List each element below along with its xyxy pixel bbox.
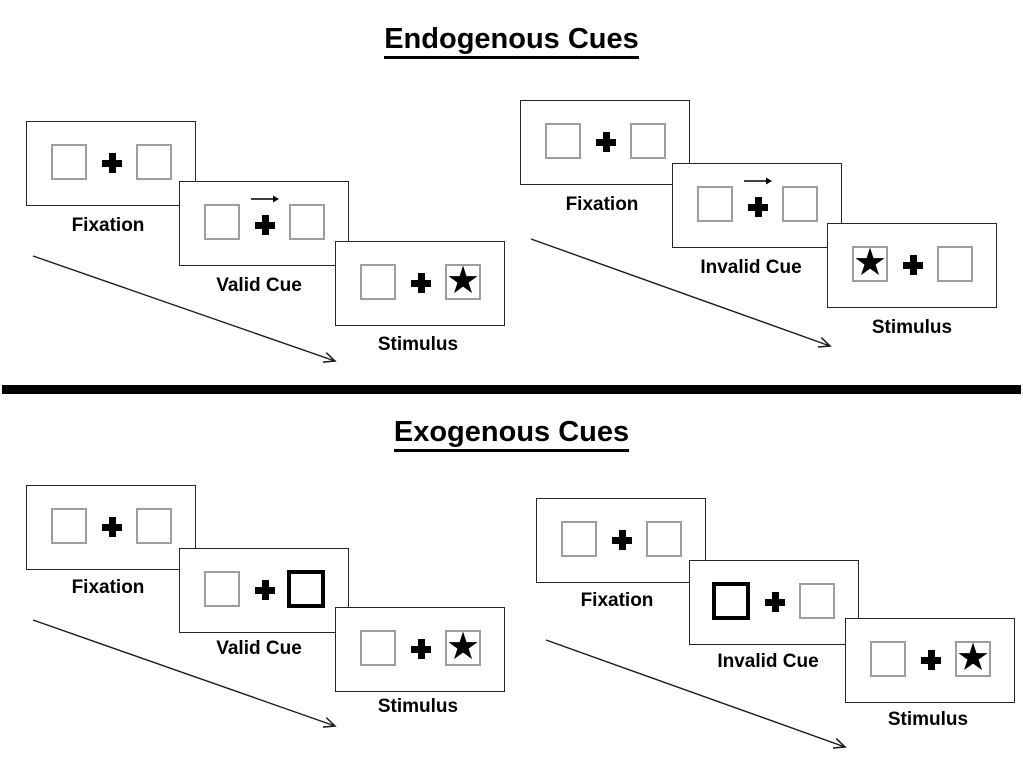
panel-valid-cue [179, 181, 349, 266]
section-divider [2, 385, 1021, 394]
panel-label: Fixation [71, 577, 145, 598]
fixation-cross-icon [411, 639, 431, 659]
star-icon: ★ [955, 637, 991, 679]
highlighted-cue-box-right [287, 570, 325, 608]
stimulus-box-right: ★ [445, 626, 481, 668]
sequence-arrow-icon [32, 619, 337, 728]
panel-invalid-cue [672, 163, 842, 248]
sequence-arrow-icon [545, 639, 847, 749]
panel-label: Fixation [580, 590, 654, 611]
panel-label: Fixation [71, 215, 145, 236]
fixation-cross-icon [921, 650, 941, 670]
fixation-cross-icon [255, 215, 275, 235]
fixation-cross-icon [612, 530, 632, 550]
placeholder-box-right [799, 583, 835, 619]
star-icon: ★ [852, 242, 888, 284]
panel-label: Stimulus [377, 696, 459, 717]
panel-label: Invalid Cue [700, 257, 802, 278]
placeholder-box-left [51, 508, 87, 544]
panel-invalid-cue [689, 560, 859, 645]
placeholder-box-right [646, 521, 682, 557]
fixation-cross-icon [255, 580, 275, 600]
sequence-arrow-icon [32, 255, 337, 363]
right-arrow-cue-icon [251, 195, 279, 203]
placeholder-box-right [136, 144, 172, 180]
fixation-cross-icon [102, 517, 122, 537]
placeholder-box-right [289, 204, 325, 240]
panel-fixation [536, 498, 706, 583]
placeholder-box-right [937, 246, 973, 282]
panel-fixation [520, 100, 690, 185]
section-title-endogenous: Endogenous Cues [0, 22, 1023, 59]
panel-valid-cue [179, 548, 349, 633]
panel-fixation [26, 121, 196, 206]
panel-label: Fixation [565, 194, 639, 215]
fixation-cross-icon [748, 197, 768, 217]
panel-stimulus: ★ [335, 607, 505, 692]
fixation-cross-icon [903, 255, 923, 275]
panel-label: Valid Cue [216, 275, 302, 296]
highlighted-cue-box-left [712, 582, 750, 620]
placeholder-box-right [782, 186, 818, 222]
panel-stimulus: ★ [335, 241, 505, 326]
stimulus-box-right: ★ [955, 637, 991, 679]
stimulus-box-left: ★ [852, 242, 888, 284]
stimulus-box-right: ★ [445, 260, 481, 302]
star-icon: ★ [445, 626, 481, 668]
placeholder-box-left [561, 521, 597, 557]
placeholder-box-left [697, 186, 733, 222]
panel-label: Stimulus [377, 334, 459, 355]
placeholder-box-right [630, 123, 666, 159]
fixation-cross-icon [596, 132, 616, 152]
placeholder-box-left [204, 204, 240, 240]
placeholder-box-left [360, 264, 396, 300]
placeholder-box-left [360, 630, 396, 666]
placeholder-box-left [51, 144, 87, 180]
panel-label: Stimulus [871, 317, 953, 338]
right-arrow-cue-icon [744, 177, 772, 185]
fixation-cross-icon [411, 273, 431, 293]
panel-label: Valid Cue [216, 638, 302, 659]
panel-fixation [26, 485, 196, 570]
placeholder-box-left [204, 571, 240, 607]
placeholder-box-left [545, 123, 581, 159]
panel-label: Stimulus [887, 709, 969, 730]
panel-stimulus: ★ [827, 223, 997, 308]
section-title-exogenous: Exogenous Cues [0, 415, 1023, 452]
fixation-cross-icon [765, 592, 785, 612]
panel-stimulus: ★ [845, 618, 1015, 703]
placeholder-box-right [136, 508, 172, 544]
star-icon: ★ [445, 260, 481, 302]
placeholder-box-left [870, 641, 906, 677]
sequence-arrow-icon [530, 238, 832, 348]
panel-label: Invalid Cue [717, 651, 819, 672]
fixation-cross-icon [102, 153, 122, 173]
